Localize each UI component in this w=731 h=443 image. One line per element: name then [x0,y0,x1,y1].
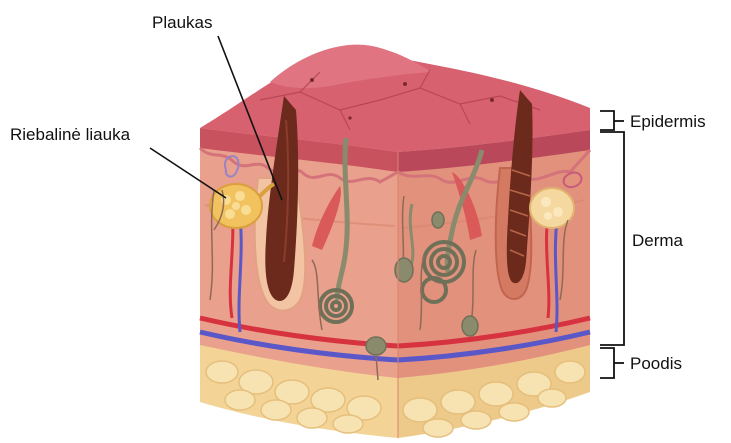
skin-block [200,45,590,438]
receptor-bulb-right-3 [432,212,444,228]
label-dermis: Derma [632,231,684,250]
label-sebaceous-group: Riebalinė liauka [10,125,226,198]
receptor-bulb-right-2 [462,316,478,336]
label-hair: Plaukas [152,13,212,32]
bracket-hypodermis [600,348,624,378]
label-sebaceous-gland: Riebalinė liauka [10,125,131,144]
receptor-bulb-left [366,337,386,355]
label-epidermis: Epidermis [630,112,706,131]
bracket-epidermis [600,111,624,130]
label-hypodermis: Poodis [630,354,682,373]
bracket-dermis [600,132,624,345]
